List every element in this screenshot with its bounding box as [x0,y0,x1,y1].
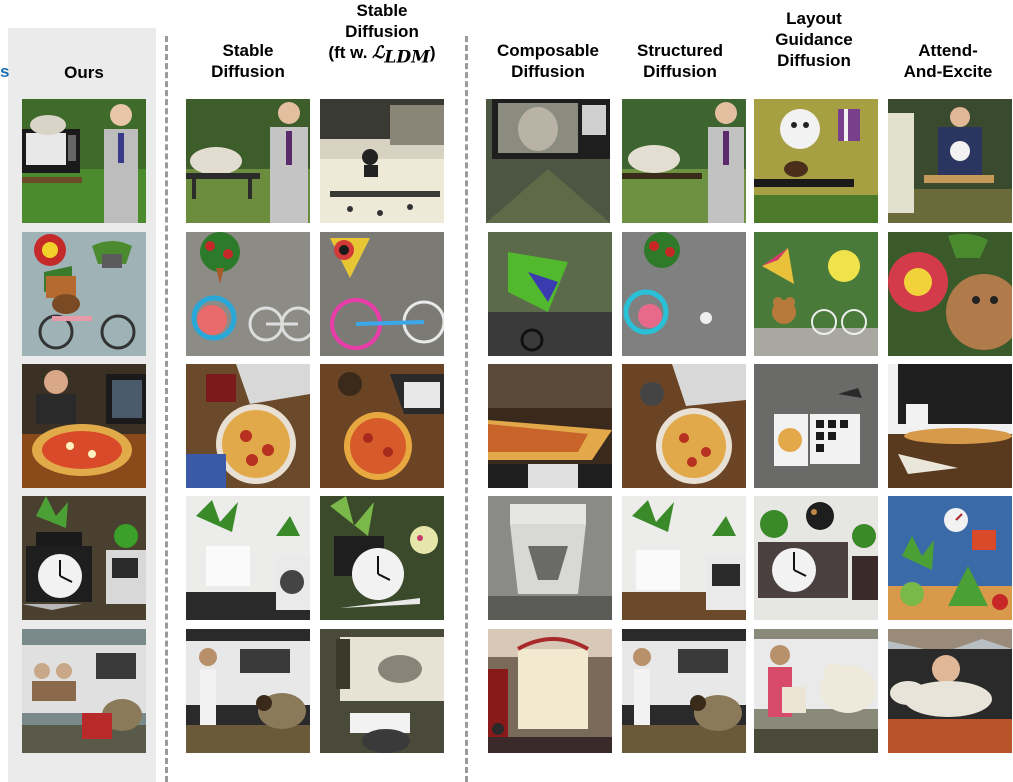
image-layout-guidance-sheep-man-bench [754,99,878,223]
image-attend-excite-truck-sheep [888,629,1012,753]
image-ours-plant-clock [22,496,146,620]
image-stable-diffusion-plant-clock [186,496,310,620]
image-stable-diffusion-ft-plant-clock [320,496,444,620]
column-header-ours: Ours [64,63,104,82]
image-structured-truck-sheep [622,629,746,753]
image-attend-excite-kite-bike [888,232,1012,356]
column-header-structured-diffusion: Structured Diffusion [637,41,723,81]
image-attend-excite-pizza [888,364,1012,488]
image-layout-guidance-truck-sheep [754,629,878,753]
image-ours-kite-bike [22,232,146,356]
image-stable-diffusion-ft-kite-bike [320,232,444,356]
image-structured-kite-bike [622,232,746,356]
clipped-column-label: s [0,62,10,81]
image-stable-diffusion-ft-sheep-man-bench [320,99,444,223]
image-composable-kite-bike [488,232,612,356]
column-header-stable-diffusion-ft: Stable Diffusion (ft w. ℒLDM) [312,0,452,68]
image-composable-plant-clock [488,496,612,620]
image-ours-sheep-man-bench [22,99,146,223]
image-layout-guidance-plant-clock [754,496,878,620]
column-header-composable-diffusion: Composable Diffusion [496,41,600,81]
ldm-loss-label: (ft w. ℒLDM) [328,43,436,68]
column-header-attend-and-excite: Attend- And-Excite [903,41,993,81]
image-attend-excite-plant-clock [888,496,1012,620]
column-header-layout-guidance-diffusion: Layout Guidance Diffusion [775,9,853,70]
image-stable-diffusion-sheep-man-bench [186,99,310,223]
image-stable-diffusion-ft-pizza [320,364,444,488]
image-ours-truck-sheep [22,629,146,753]
column-header-stable-diffusion: Stable Diffusion [211,41,285,81]
image-stable-diffusion-kite-bike [186,232,310,356]
image-stable-diffusion-pizza [186,364,310,488]
image-structured-pizza [622,364,746,488]
image-ours-pizza [22,364,146,488]
image-stable-diffusion-ft-truck-sheep [320,629,444,753]
image-layout-guidance-kite-bike [754,232,878,356]
image-layout-guidance-pizza [754,364,878,488]
image-structured-sheep-man-bench [622,99,746,223]
image-stable-diffusion-truck-sheep [186,629,310,753]
image-structured-plant-clock [622,496,746,620]
image-composable-truck-sheep [488,629,612,753]
divider-right [465,36,468,782]
image-composable-pizza [488,364,612,488]
image-composable-sheep-man-bench [486,99,610,223]
image-attend-excite-sheep-man-bench [888,99,1012,223]
divider-left [165,36,168,782]
